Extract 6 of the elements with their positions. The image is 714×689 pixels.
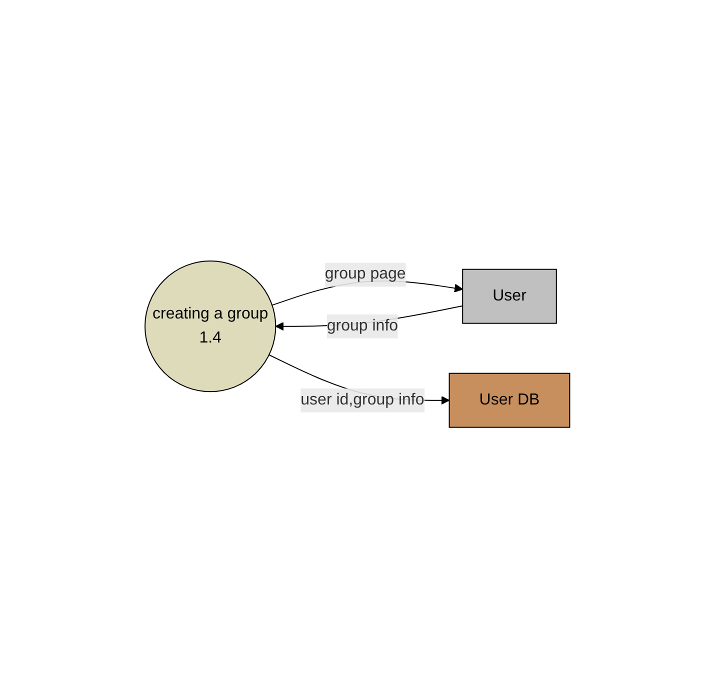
edge-label: user id,group info: [300, 392, 424, 409]
node-circle: creating a group 1.4: [144, 260, 276, 392]
node-box: User DB: [448, 373, 570, 428]
node-box: User: [462, 269, 557, 324]
edge-label: group page: [324, 266, 406, 284]
edge-label: group info: [326, 318, 398, 335]
